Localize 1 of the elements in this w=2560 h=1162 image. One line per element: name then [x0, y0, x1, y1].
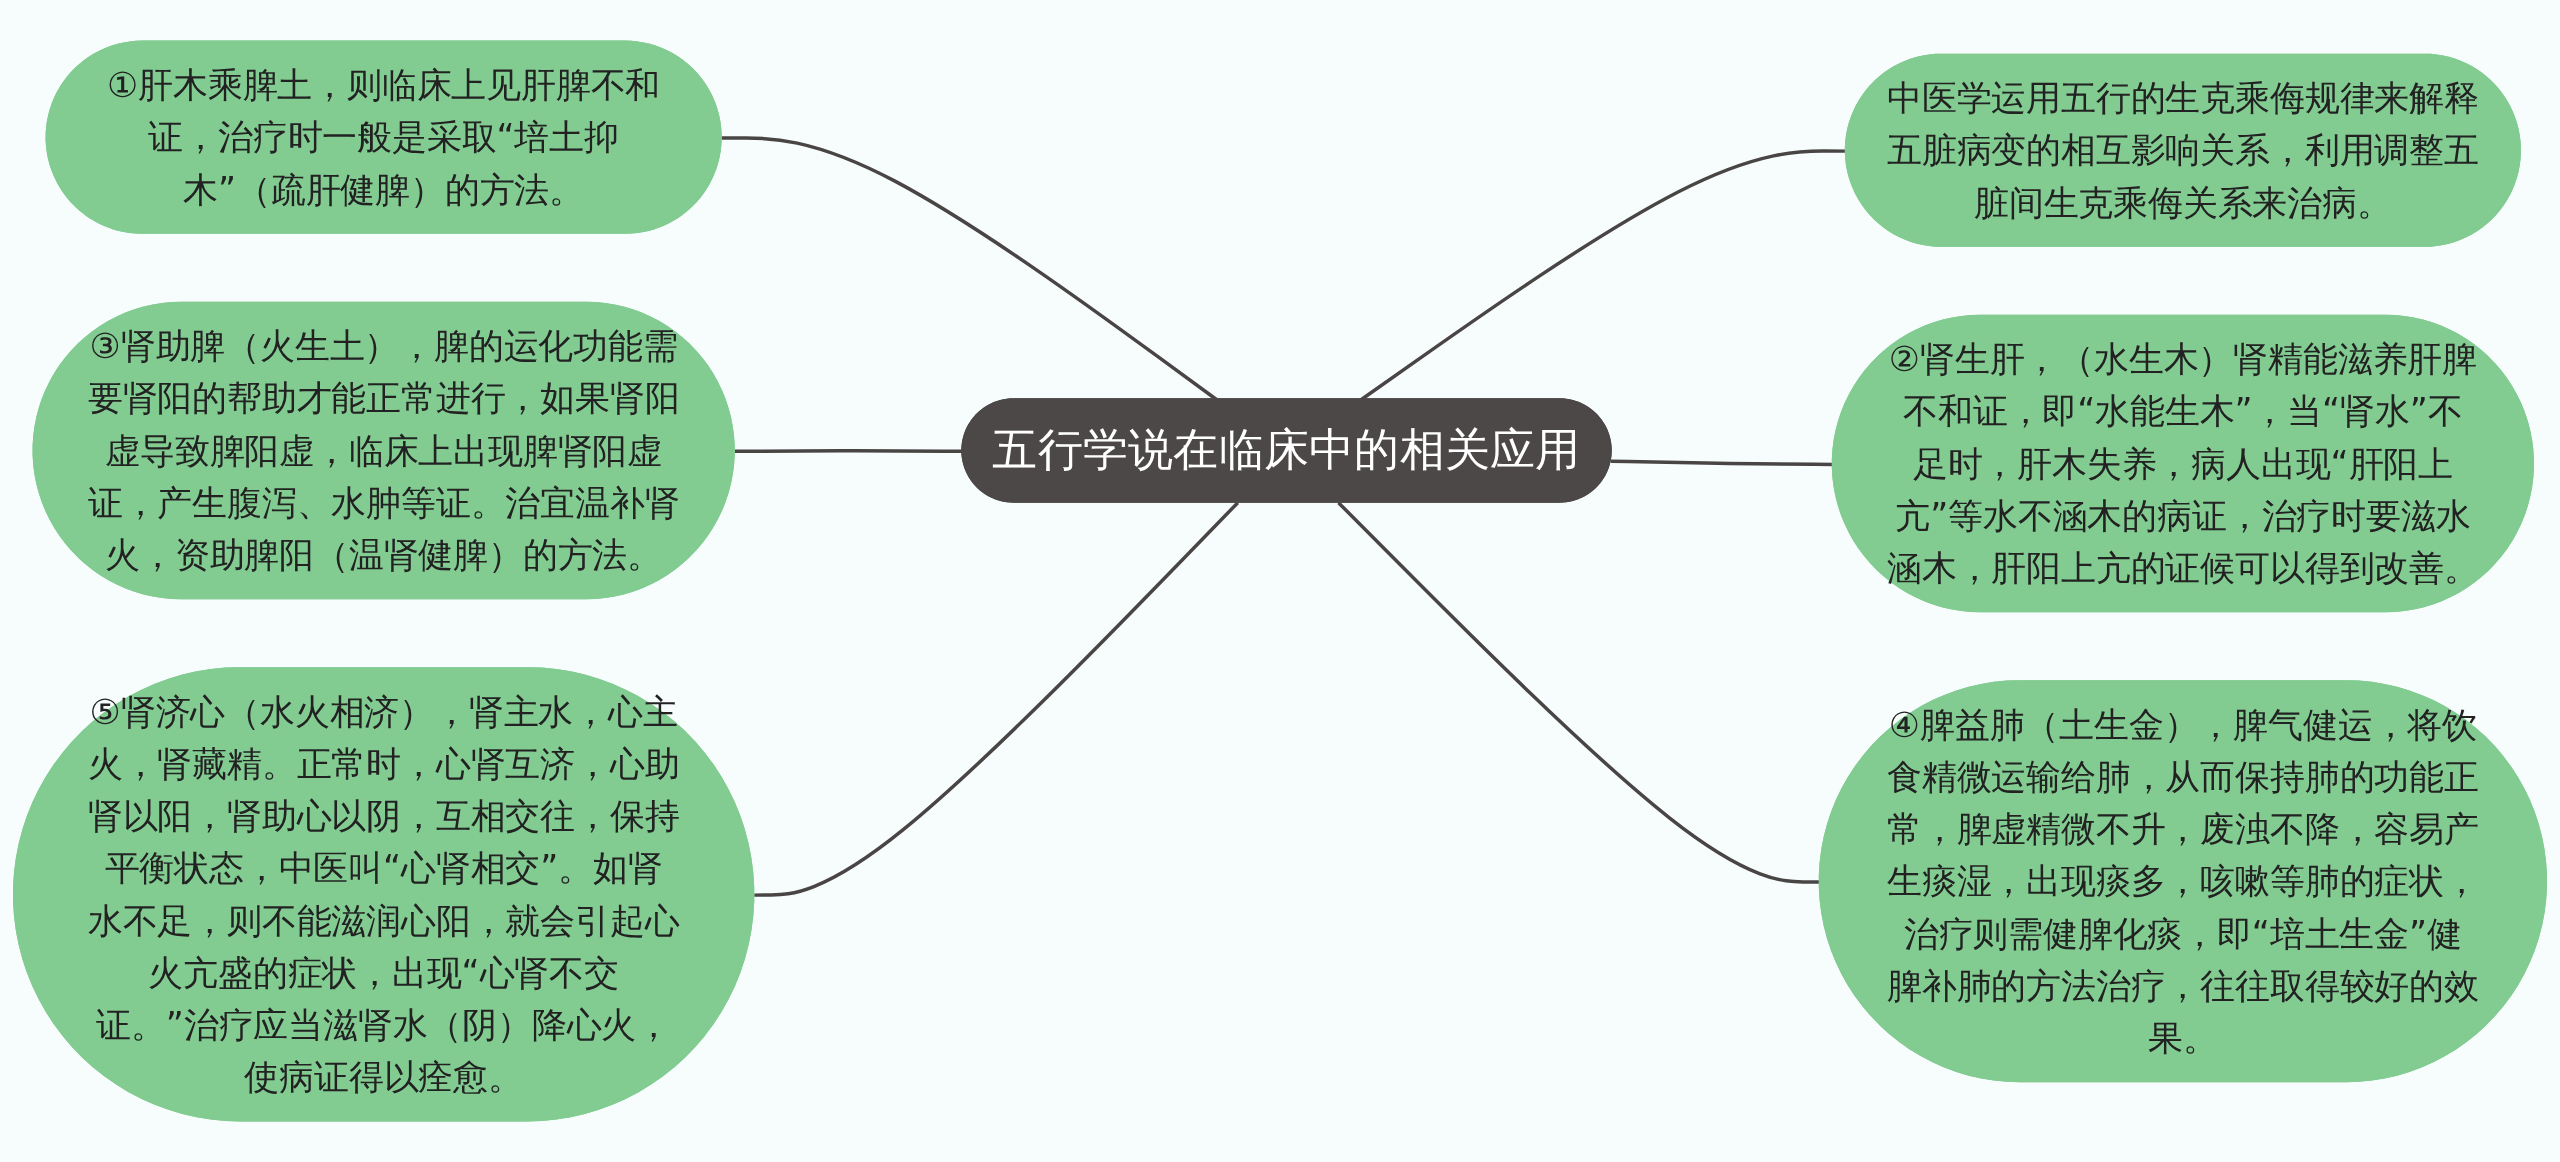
connector: [754, 501, 1240, 897]
